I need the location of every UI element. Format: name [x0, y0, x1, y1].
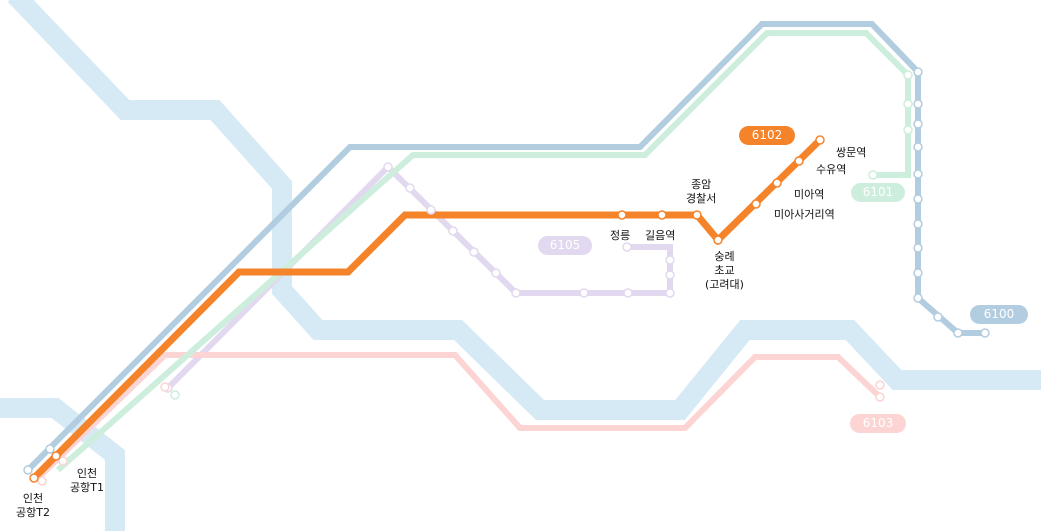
station-label-gireum: 길음역 [645, 229, 676, 242]
station-label-mia: 미아역 [794, 188, 825, 201]
stop-6102[interactable] [51, 451, 61, 461]
stop-6102[interactable] [29, 473, 39, 483]
station-label-jongam: 종암 경찰서 [686, 178, 717, 205]
stop-6100[interactable] [913, 99, 923, 109]
stop-6103[interactable] [37, 476, 47, 486]
stop-6105[interactable] [426, 205, 436, 215]
stop-6105[interactable] [491, 268, 501, 278]
stop-6105[interactable] [469, 247, 479, 257]
stop-6102[interactable] [772, 178, 782, 188]
route-badge-6100[interactable]: 6100 [970, 305, 1028, 324]
stop-6105[interactable] [623, 288, 633, 298]
route-badge-6102[interactable]: 6102 [739, 126, 795, 145]
stop-6105[interactable] [665, 270, 675, 280]
stop-6105[interactable] [383, 162, 393, 172]
stop-6105[interactable] [405, 183, 415, 193]
stop-6101[interactable] [903, 70, 913, 80]
stop-6100[interactable] [913, 119, 923, 129]
route-lines [25, 21, 985, 481]
stop-6105[interactable] [448, 226, 458, 236]
station-label-suyu: 수유역 [816, 163, 847, 176]
stop-6102[interactable] [794, 156, 804, 166]
stop-6101[interactable] [903, 125, 913, 135]
stop-6100[interactable] [933, 312, 943, 322]
stop-6103[interactable] [58, 456, 68, 466]
route-line-6100 [25, 21, 985, 473]
stop-6105[interactable] [511, 288, 521, 298]
stop-6103[interactable] [875, 380, 885, 390]
stop-6105[interactable] [579, 288, 589, 298]
station-label-incheon-t1: 인천 공항T1 [70, 467, 104, 494]
route-badge-6103[interactable]: 6103 [850, 414, 906, 433]
route-line-6103 [35, 352, 883, 481]
stop-6102[interactable] [657, 210, 667, 220]
route-badge-6101[interactable]: 6101 [851, 183, 905, 202]
stop-6101[interactable] [170, 390, 180, 400]
station-label-jeongneung: 정릉 [610, 229, 631, 242]
station-label-sungnye: 숭례 초교 (고려대) [705, 250, 744, 291]
stop-6103[interactable] [160, 382, 170, 392]
stop-6102[interactable] [815, 135, 825, 145]
stop-6105[interactable] [665, 288, 675, 298]
stop-6102[interactable] [617, 210, 627, 220]
stop-6100[interactable] [913, 219, 923, 229]
stop-6100[interactable] [913, 67, 923, 77]
stop-6100[interactable] [980, 328, 990, 338]
stop-6102[interactable] [692, 210, 702, 220]
stop-6103[interactable] [875, 392, 885, 402]
stop-6100[interactable] [913, 243, 923, 253]
stop-6101[interactable] [903, 99, 913, 109]
stop-6105[interactable] [665, 255, 675, 265]
station-label-ssangmun: 쌍문역 [836, 146, 867, 159]
stop-6105[interactable] [622, 242, 632, 252]
station-label-incheon-t2: 인천 공항T2 [16, 492, 50, 519]
stop-6100[interactable] [913, 268, 923, 278]
stop-6100[interactable] [913, 169, 923, 179]
stop-6100[interactable] [45, 444, 55, 454]
stop-6100[interactable] [953, 328, 963, 338]
route-stops [23, 67, 990, 486]
route-badge-6105[interactable]: 6105 [538, 236, 592, 255]
stop-6100[interactable] [23, 465, 33, 475]
stop-6100[interactable] [913, 293, 923, 303]
stop-6102[interactable] [751, 199, 761, 209]
stop-6102[interactable] [713, 235, 723, 245]
route-line-6105 [165, 162, 673, 391]
stop-6101[interactable] [868, 170, 878, 180]
river-main [7, 0, 1041, 420]
stop-6100[interactable] [913, 142, 923, 152]
route-line-6101 [56, 30, 911, 473]
stop-6100[interactable] [913, 194, 923, 204]
station-label-mia-sageori: 미아사거리역 [774, 208, 835, 221]
